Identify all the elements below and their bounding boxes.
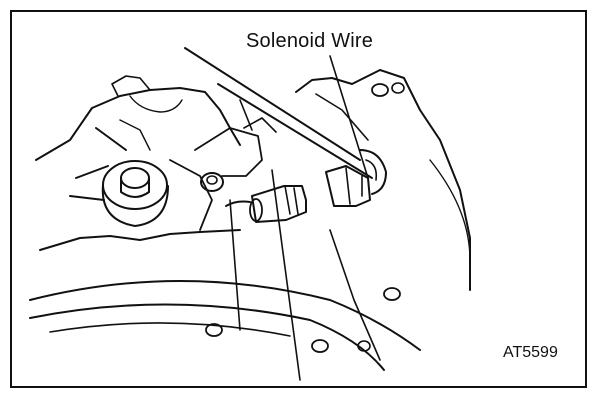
vertical-line-2 bbox=[329, 229, 381, 361]
left-connector bbox=[225, 185, 307, 223]
case-inner-line bbox=[315, 93, 369, 141]
shaft-assembly bbox=[69, 127, 169, 227]
bottom-bolt-2 bbox=[311, 339, 329, 353]
case-bolt-top bbox=[371, 82, 405, 97]
lower-pan-arc-2 bbox=[29, 303, 385, 371]
case-outline-right bbox=[295, 69, 471, 291]
bottom-bolt-1 bbox=[205, 323, 223, 337]
lower-housing-contour bbox=[39, 229, 241, 251]
solenoid-wire-label: Solenoid Wire bbox=[246, 30, 374, 52]
vertical-line-3 bbox=[229, 199, 241, 331]
upper-housing-outline bbox=[35, 87, 241, 161]
bottom-bolt-3 bbox=[357, 340, 371, 352]
right-curve bbox=[429, 159, 471, 261]
bolt-head bbox=[200, 172, 224, 192]
figure-code: AT5599 bbox=[503, 344, 558, 361]
vertical-line-1 bbox=[271, 169, 301, 381]
solenoid-connector bbox=[325, 149, 387, 207]
lower-pan-arc-3 bbox=[49, 322, 291, 337]
upper-housing-ridge bbox=[111, 75, 151, 97]
lower-pan-arc-1 bbox=[29, 280, 421, 351]
housing-detail-1 bbox=[129, 95, 183, 113]
cable-band bbox=[239, 99, 253, 131]
housing-detail-2 bbox=[119, 119, 151, 151]
case-bolt-right bbox=[383, 287, 401, 301]
solenoid-cable bbox=[184, 47, 361, 161]
solenoid-cable-2 bbox=[217, 83, 373, 179]
bracket-plate bbox=[194, 127, 263, 177]
side-housing-edge bbox=[169, 159, 213, 231]
